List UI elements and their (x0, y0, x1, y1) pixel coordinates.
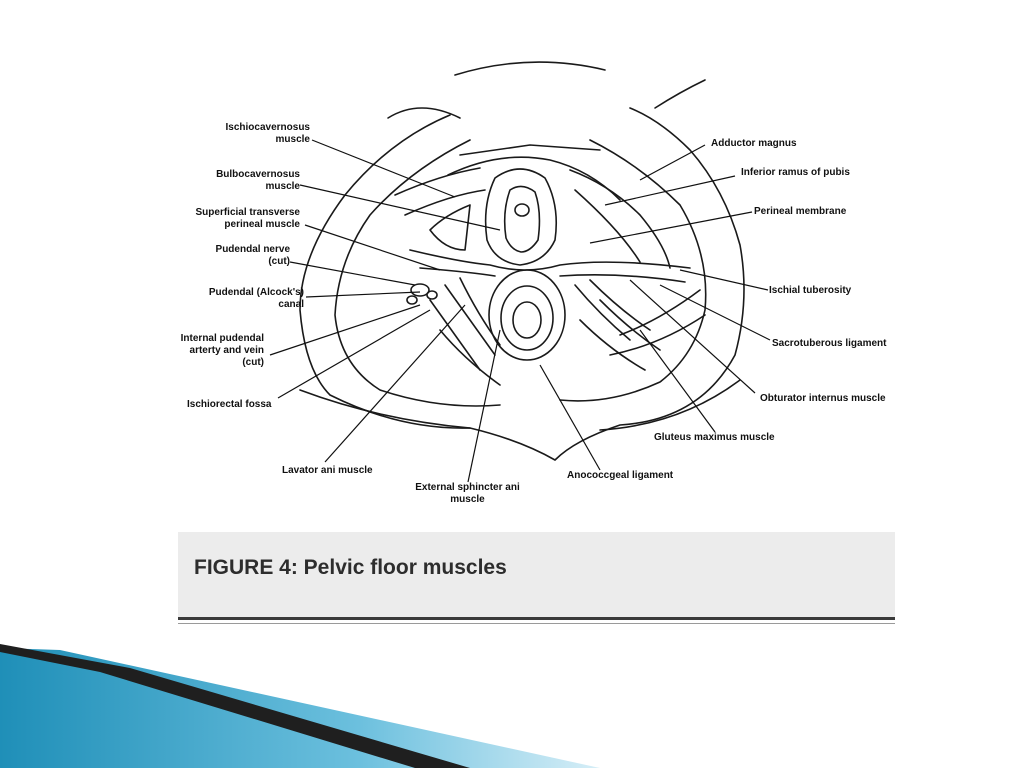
decorative-ribbon (0, 0, 1024, 768)
slide: Ischiocavernosus muscle Bulbocavernosus … (0, 0, 1024, 768)
